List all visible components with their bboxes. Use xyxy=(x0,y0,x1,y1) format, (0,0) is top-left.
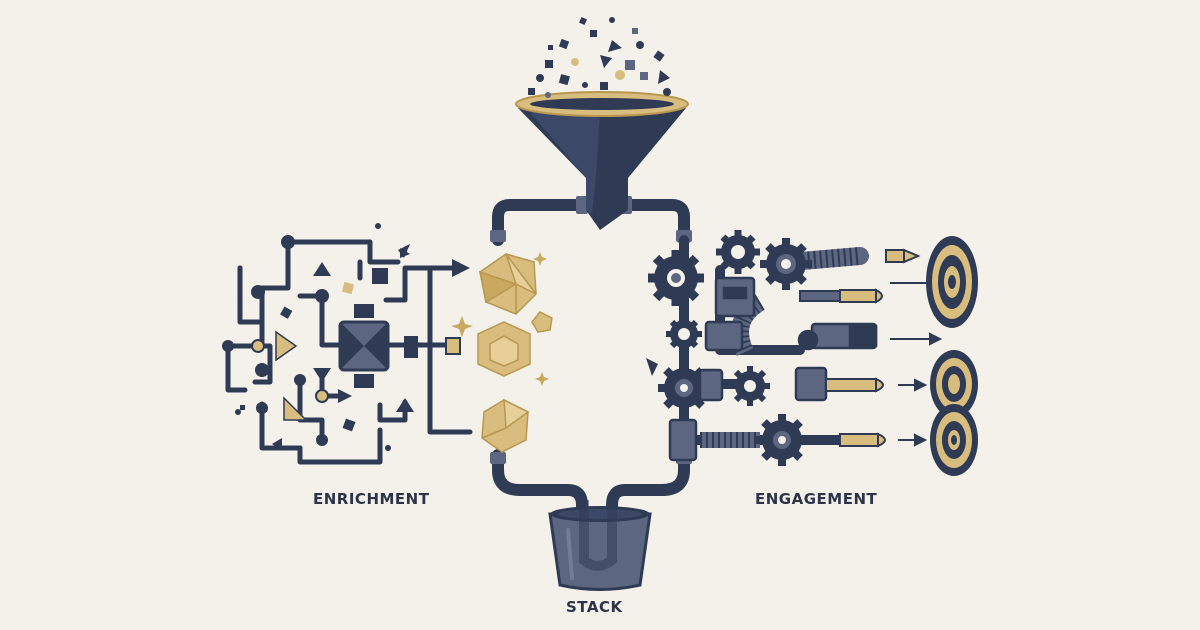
gear-icon xyxy=(648,230,812,466)
data-scatter-icon xyxy=(528,17,671,98)
target-icon xyxy=(926,236,978,476)
cylinder-block xyxy=(668,276,878,462)
arrow-icon xyxy=(646,358,658,376)
enrichment-label: ENRICHMENT xyxy=(313,490,430,508)
stack-label: STACK xyxy=(566,598,623,616)
trajectory-arrows xyxy=(890,282,943,447)
circuit-network-icon xyxy=(222,223,473,465)
funnel-icon xyxy=(515,91,689,230)
sparkle-icon xyxy=(451,252,549,386)
engagement-label: ENGAGEMENT xyxy=(755,490,878,508)
gem-icon xyxy=(477,253,553,453)
bullet-icon xyxy=(799,248,921,448)
main-pipes xyxy=(492,199,690,526)
bucket-icon xyxy=(548,500,652,591)
